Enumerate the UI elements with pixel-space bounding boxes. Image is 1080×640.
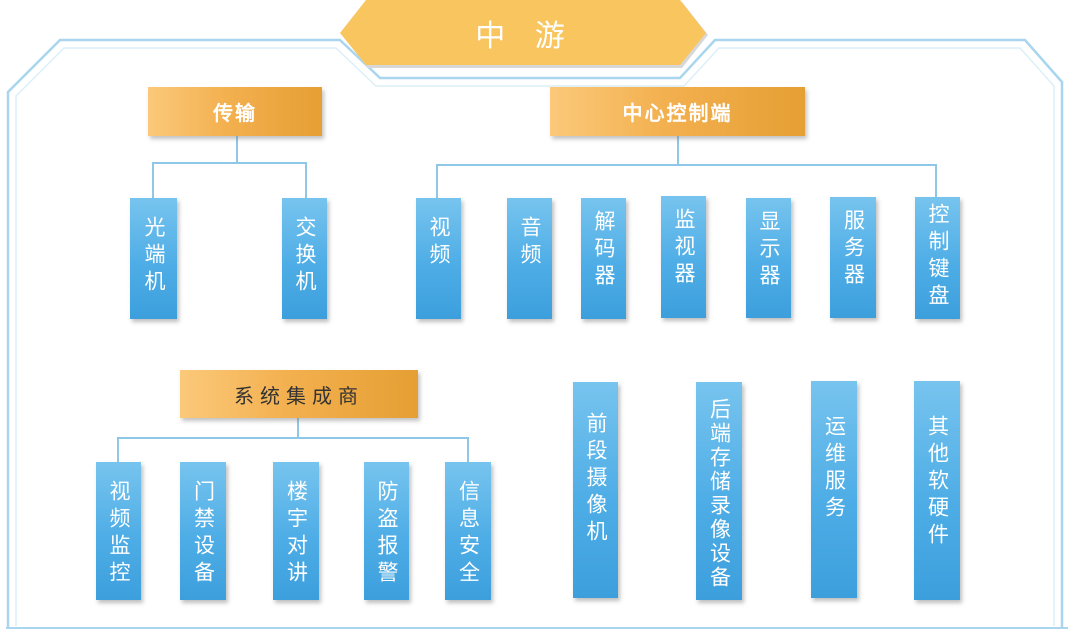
page-title: 中 游 bbox=[475, 19, 575, 54]
item-server: 服务器 bbox=[830, 197, 876, 318]
item-optical-transceiver: 光端机 bbox=[130, 198, 177, 319]
connector-control-center bbox=[436, 136, 937, 198]
inner-frame-line bbox=[15, 47, 1055, 626]
item-control-keyboard: 控制键盘 bbox=[915, 197, 960, 319]
item-backend-storage: 后端存储录像设备 bbox=[696, 382, 742, 600]
banner-shape bbox=[340, 0, 706, 65]
header-integrator: 系统集成商 bbox=[180, 370, 418, 418]
item-access-control: 门禁设备 bbox=[180, 462, 226, 600]
outer-frame-line bbox=[6, 38, 1064, 628]
header-transport: 传输 bbox=[148, 87, 322, 136]
connector-integrator bbox=[117, 418, 469, 462]
item-information-security: 信息安全 bbox=[445, 462, 491, 600]
header-control-center: 中心控制端 bbox=[550, 87, 805, 136]
item-monitor: 监视器 bbox=[661, 196, 706, 318]
connector-transport bbox=[152, 136, 307, 198]
item-decoder: 解码器 bbox=[581, 198, 626, 319]
item-audio: 音频 bbox=[507, 198, 552, 319]
item-switch: 交换机 bbox=[282, 198, 327, 319]
item-video: 视频 bbox=[416, 198, 461, 319]
item-front-camera: 前段摄像机 bbox=[573, 382, 618, 598]
item-maintenance-service: 运维服务 bbox=[811, 381, 857, 598]
item-other-hardware-software: 其他软硬件 bbox=[914, 381, 960, 600]
item-burglar-alarm: 防盗报警 bbox=[364, 462, 409, 600]
item-building-intercom: 楼宇对讲 bbox=[273, 462, 319, 600]
item-display: 显示器 bbox=[746, 198, 791, 318]
item-video-surveillance: 视频监控 bbox=[96, 462, 141, 600]
